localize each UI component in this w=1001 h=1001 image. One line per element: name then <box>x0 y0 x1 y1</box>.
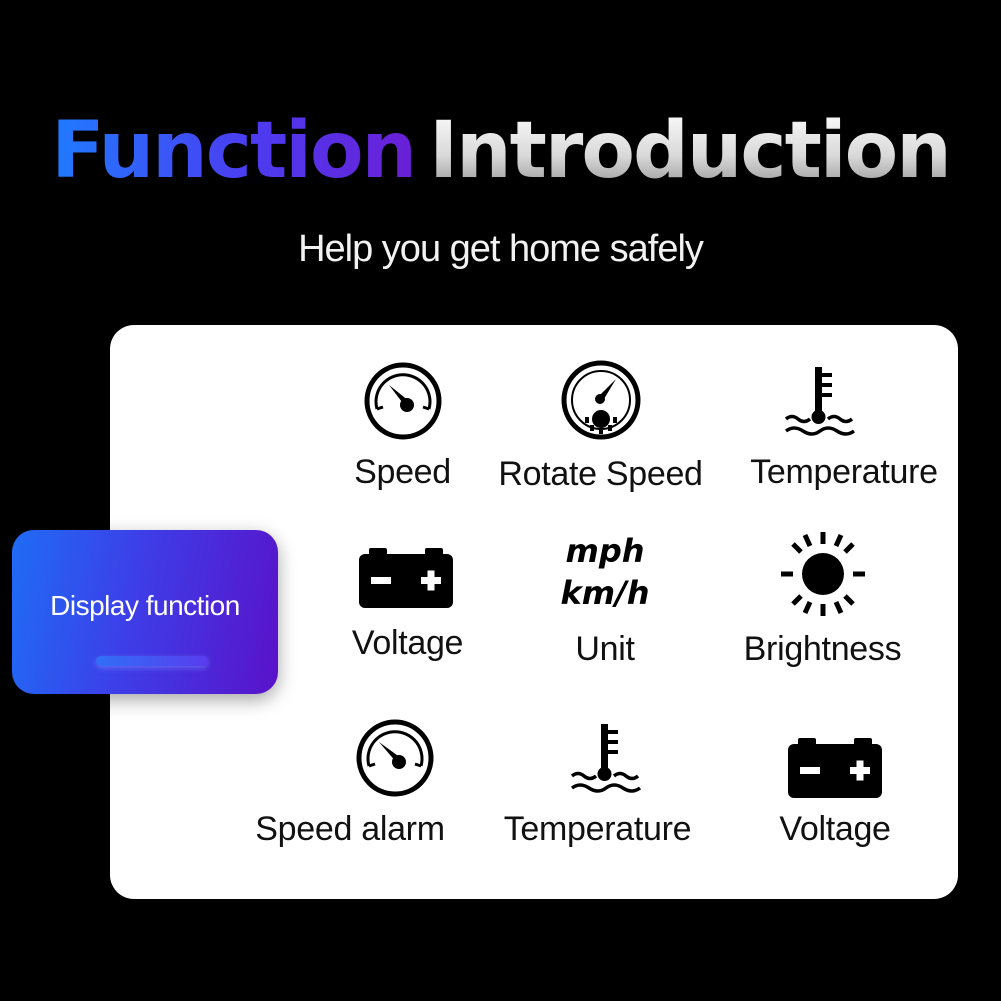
title-function: Function <box>51 106 417 196</box>
coolant-temperature-icon <box>570 724 642 793</box>
feature-label: Unit <box>575 630 635 668</box>
badge-underline <box>96 656 208 666</box>
subtitle: Help you get home safely <box>298 228 704 270</box>
badge-label: Display function <box>50 590 240 621</box>
feature-label: Speed <box>354 453 451 491</box>
speedometer-icon <box>356 719 434 797</box>
unit-mph: mph <box>565 532 645 570</box>
feature-brightness: Brightness <box>735 530 910 670</box>
sun-icon <box>781 532 865 616</box>
feature-label: Temperature <box>750 453 938 491</box>
feature-label: Brightness <box>743 630 902 668</box>
feature-speed-alarm: Speed alarm <box>245 712 455 852</box>
feature-label: Speed alarm <box>255 810 445 848</box>
battery-icon <box>359 548 453 608</box>
feature-voltage: Voltage <box>335 540 480 670</box>
tachometer-icon <box>561 360 641 440</box>
unit-kmh: km/h <box>560 574 650 612</box>
display-function-badge: Display function <box>12 530 278 694</box>
feature-label: Voltage <box>351 624 464 662</box>
feature-temperature: Temperature <box>735 355 953 495</box>
feature-speed: Speed <box>330 355 475 495</box>
feature-label: Rotate Speed <box>498 455 703 493</box>
feature-unit: mph km/h Unit <box>530 530 680 670</box>
speedometer-icon <box>364 362 442 440</box>
title-introduction: Introduction <box>429 106 952 196</box>
feature-voltage-2: Voltage <box>760 712 910 852</box>
feature-rotate-speed: Rotate Speed <box>488 355 713 495</box>
feature-temperature-2: Temperature <box>490 712 705 852</box>
coolant-temperature-icon <box>784 367 856 436</box>
feature-label: Temperature <box>503 810 692 848</box>
battery-icon <box>788 738 882 798</box>
feature-label: Voltage <box>779 810 891 848</box>
